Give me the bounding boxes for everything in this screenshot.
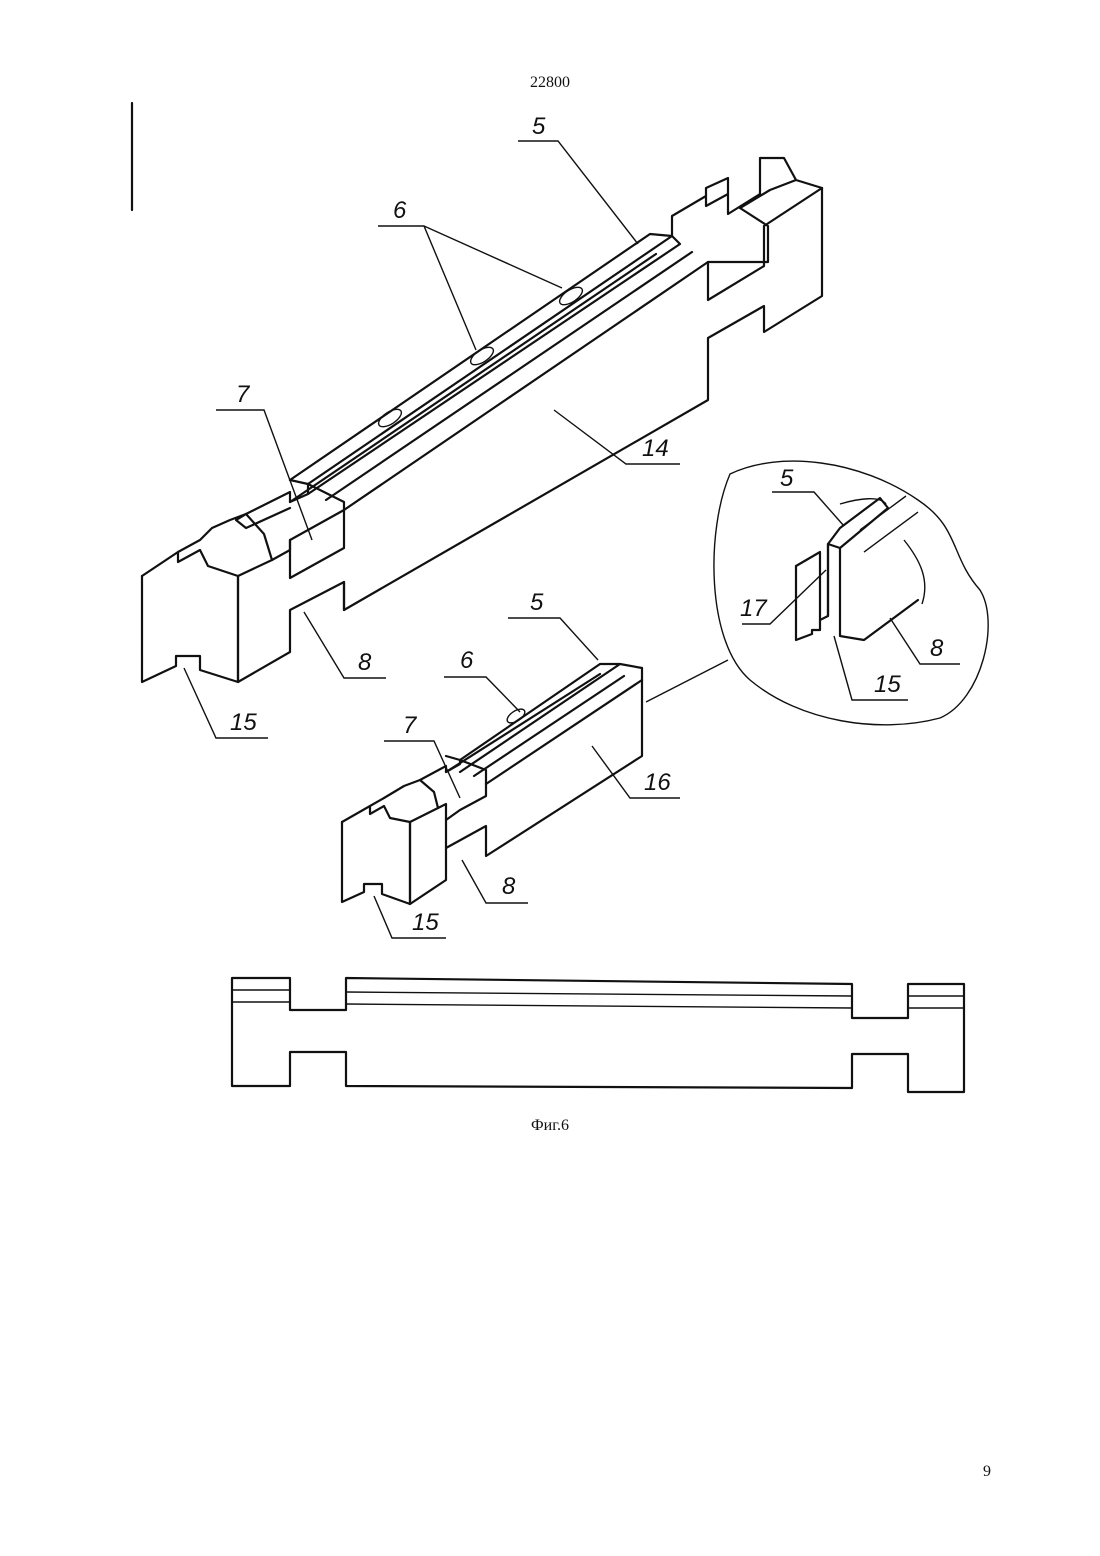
leaders-top	[184, 141, 680, 738]
detail-view	[714, 461, 988, 725]
label-detail-5: 5	[780, 465, 794, 492]
page-number: 9	[983, 1463, 991, 1481]
leaders-mid	[374, 618, 728, 938]
beam-side-view	[232, 978, 964, 1092]
label-detail-8: 8	[930, 635, 944, 662]
label-mid-16: 16	[644, 769, 671, 796]
beam-long-isometric	[142, 158, 822, 682]
label-top-5: 5	[532, 113, 546, 140]
label-top-15: 15	[230, 709, 257, 736]
label-top-8: 8	[358, 649, 372, 676]
label-mid-5: 5	[530, 589, 544, 616]
label-mid-7: 7	[403, 712, 418, 739]
label-detail-17: 17	[740, 595, 768, 622]
label-mid-15: 15	[412, 909, 439, 936]
label-top-6: 6	[393, 197, 407, 224]
label-mid-8: 8	[502, 873, 516, 900]
figure-caption: Фиг.6	[0, 1117, 1100, 1135]
label-detail-15: 15	[874, 671, 901, 698]
label-top-7: 7	[236, 381, 251, 408]
label-top-14: 14	[642, 435, 669, 462]
label-mid-6: 6	[460, 647, 474, 674]
beam-short-isometric	[342, 664, 642, 904]
